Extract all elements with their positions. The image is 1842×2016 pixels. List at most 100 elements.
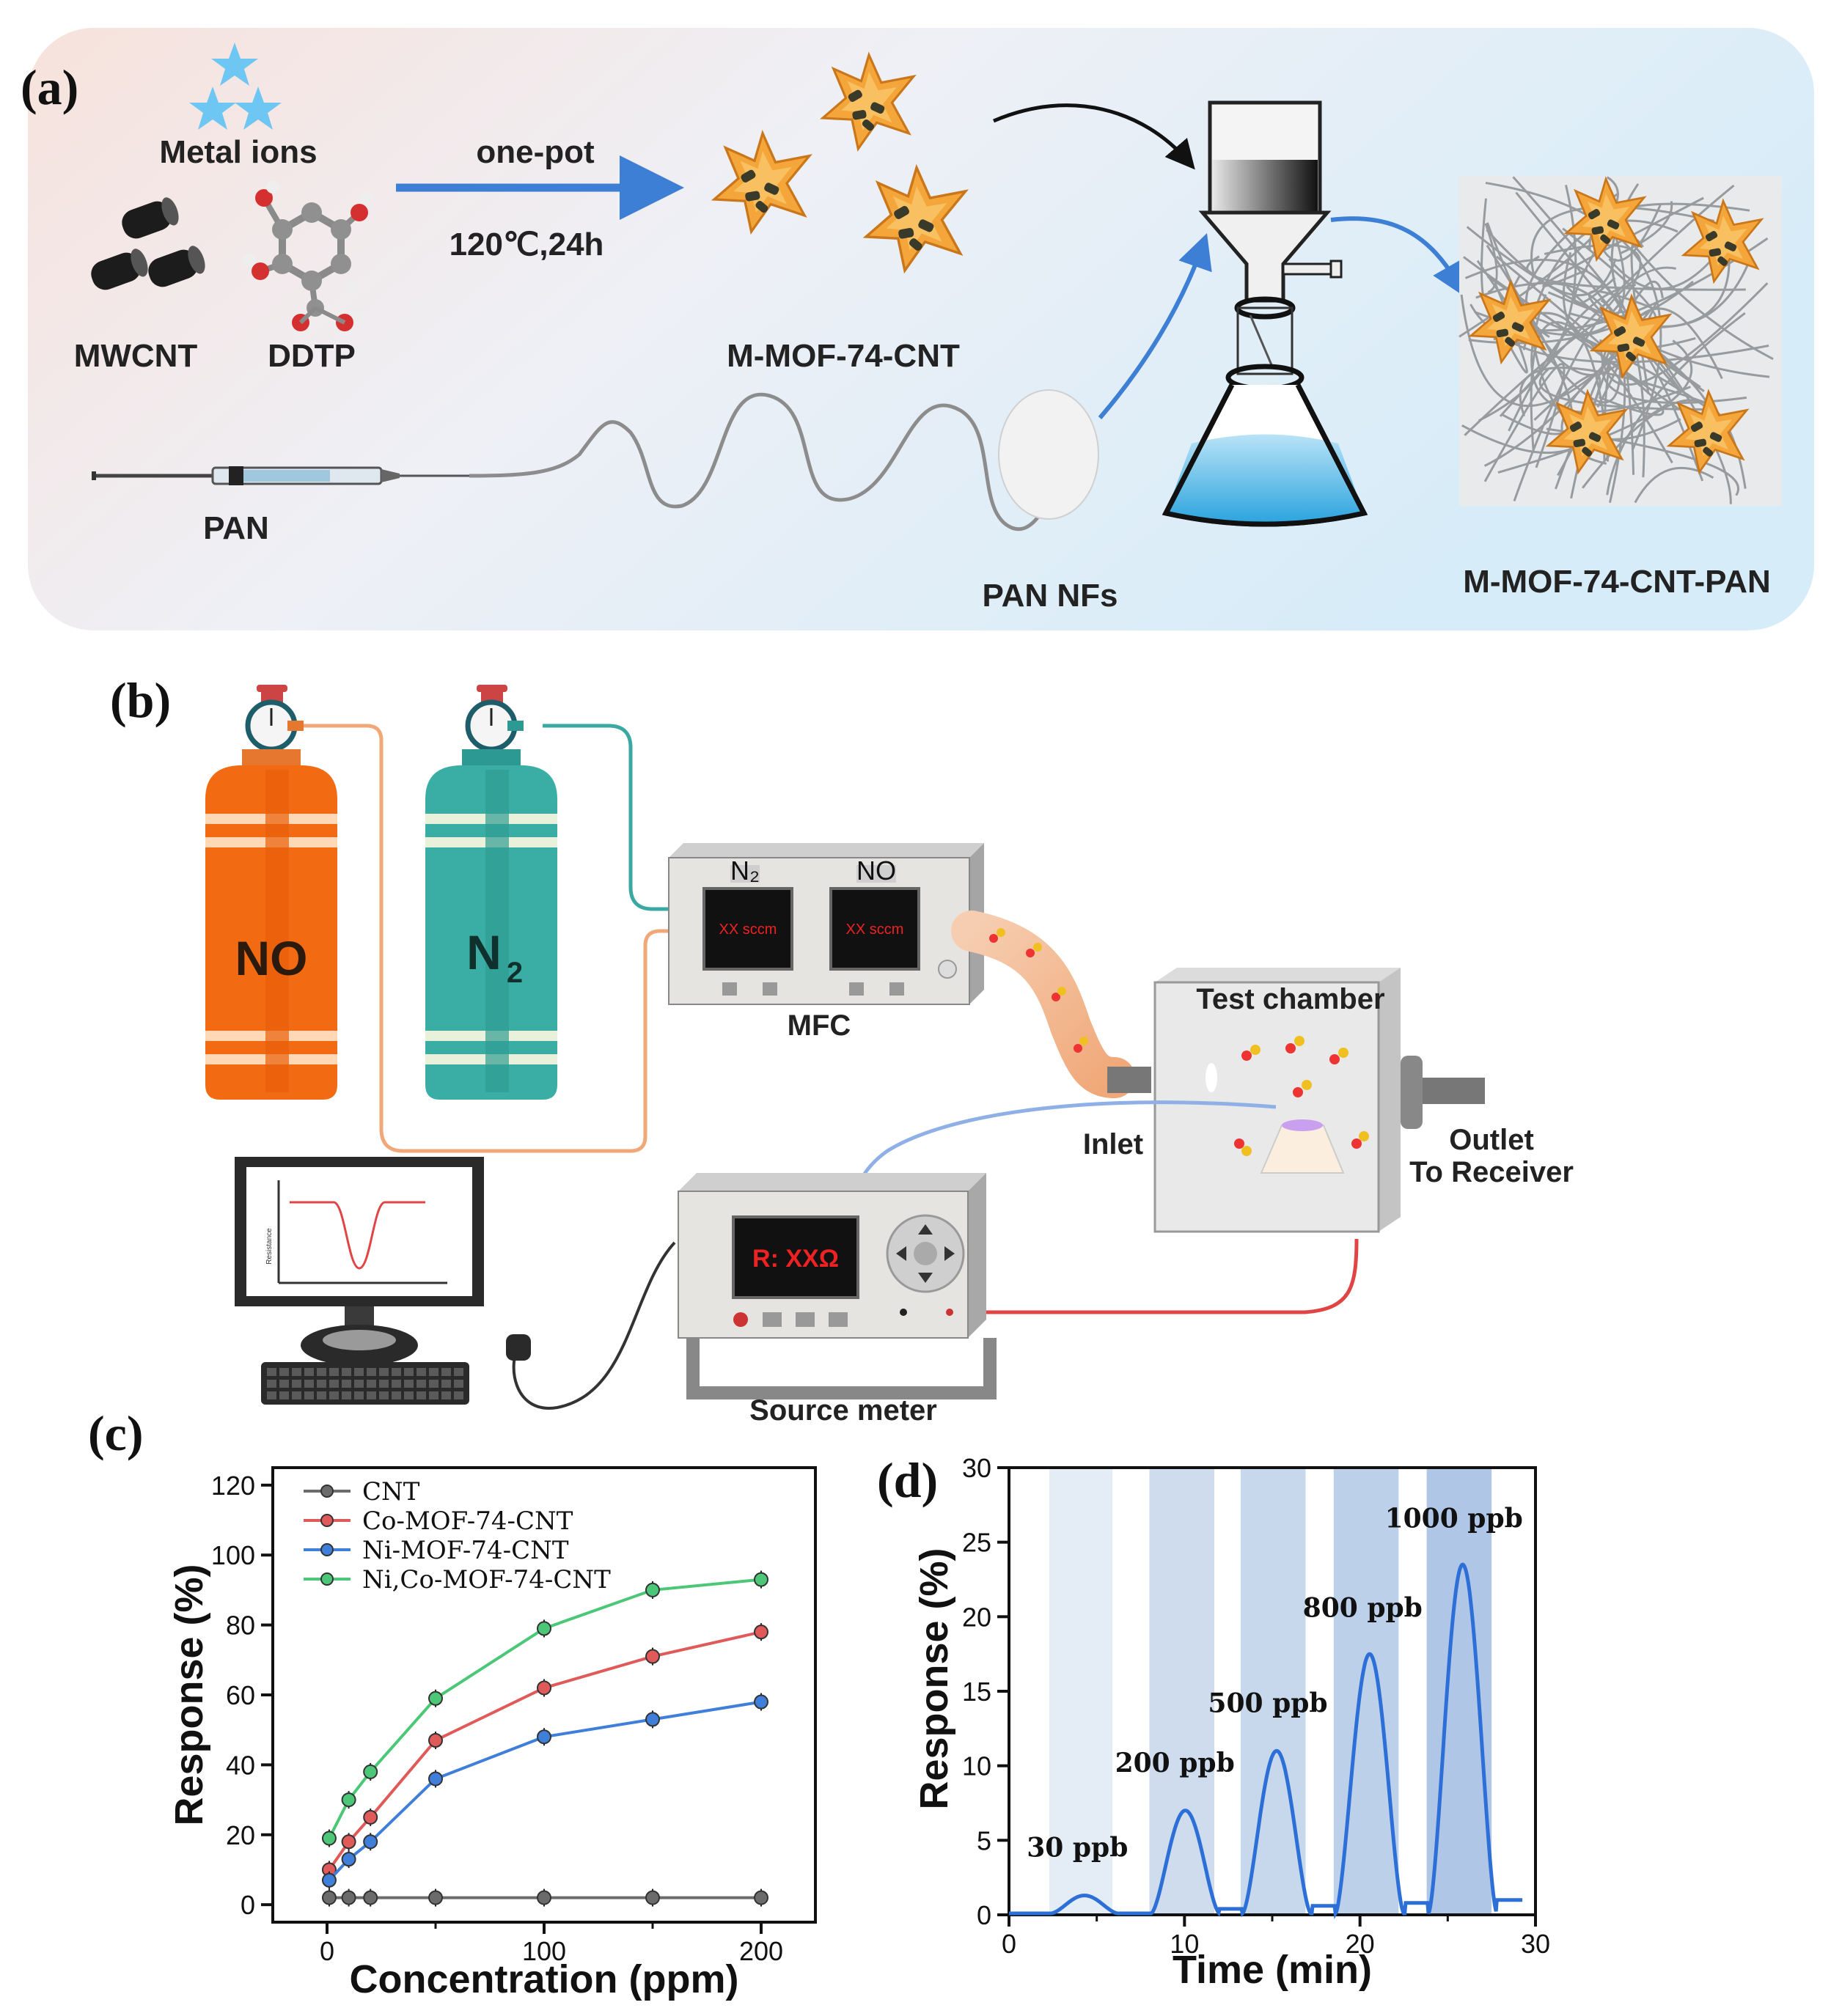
chart-c-data-point — [754, 1572, 768, 1587]
mfc-channel-2-label: NO — [856, 856, 896, 886]
fiber-strand — [1464, 259, 1645, 478]
keyboard-key — [304, 1380, 314, 1388]
keyboard-key — [392, 1380, 401, 1388]
fiber-strand — [1573, 227, 1616, 305]
mwcnt-label: MWCNT — [74, 338, 198, 374]
keyboard-key — [267, 1391, 276, 1399]
chart-d-concentration-label: 500 ppb — [1208, 1688, 1327, 1718]
keyboard-key — [454, 1368, 463, 1376]
one-pot-label: one-pot — [476, 134, 595, 170]
test-chamber-label: Test chamber — [1196, 983, 1384, 1015]
chart-d-y-tick-label: 0 — [977, 1900, 991, 1930]
chart-c-y-tick-label: 0 — [241, 1890, 255, 1920]
keyboard-key — [404, 1380, 414, 1388]
chart-d-y-tick-label: 20 — [962, 1602, 991, 1632]
chart-c-x-tick-label: 100 — [522, 1936, 566, 1966]
n2-gas-line — [543, 724, 669, 911]
chart-c-data-point — [537, 1729, 551, 1745]
keyboard-key — [292, 1368, 301, 1376]
mfc-channel-1-label: N₂ — [730, 856, 760, 886]
fiber-strand — [1530, 321, 1673, 464]
chart-c-legend-marker — [320, 1543, 334, 1556]
chart-d-exposure-band — [1240, 1468, 1306, 1915]
chart-c-data-point — [537, 1680, 551, 1696]
keyboard-key — [317, 1380, 326, 1388]
chart-c-data-point — [341, 1890, 356, 1905]
chart-c-data-point — [428, 1691, 443, 1706]
chart-d-concentration-label: 200 ppb — [1115, 1748, 1235, 1778]
keyboard-key — [267, 1368, 276, 1376]
keyboard-key — [379, 1380, 389, 1388]
chart-c-data-point — [321, 1890, 337, 1905]
keyboard-key — [392, 1368, 401, 1376]
keyboard-key — [417, 1380, 426, 1388]
ddtp-molecule-icon — [243, 180, 373, 331]
keyboard-key — [404, 1391, 414, 1399]
chart-c-data-point — [363, 1834, 378, 1850]
chart-d-y-tick-label: 30 — [962, 1453, 991, 1483]
chart-c-data-point — [537, 1890, 551, 1905]
ddtp-label: DDTP — [268, 338, 356, 374]
chart-d-exposure-bands — [1049, 1468, 1492, 1915]
chart-d-y-tick-label: 25 — [962, 1528, 991, 1558]
no-gas-cylinder: NO — [205, 685, 337, 1100]
chart-c-legend-marker — [320, 1514, 334, 1527]
chart-c-data-point — [321, 1872, 337, 1888]
fiber-strand — [1526, 255, 1746, 291]
keyboard-key — [354, 1391, 364, 1399]
chart-d-concentration-label: 30 ppb — [1027, 1833, 1128, 1864]
chart-d-concentration-label: 1000 ppb — [1385, 1503, 1523, 1534]
keyboard-key — [329, 1380, 339, 1388]
keyboard-key — [329, 1368, 339, 1376]
keyboard-key — [454, 1380, 463, 1388]
no-gas-line — [301, 724, 669, 1153]
spinning-fiber — [469, 392, 1080, 531]
chart-c-x-tick-label: 200 — [739, 1936, 783, 1966]
keyboard-key — [354, 1380, 364, 1388]
chart-c-data-point — [428, 1733, 443, 1748]
keyboard-key — [417, 1368, 426, 1376]
keyboard-key — [379, 1368, 389, 1376]
chart-d-y-tick-label: 15 — [962, 1677, 991, 1707]
keyboard-key — [417, 1391, 426, 1399]
no-cylinder-label: NO — [235, 931, 308, 985]
fiber-strand — [1530, 205, 1715, 274]
receiver-label: To Receiver — [1409, 1156, 1574, 1188]
keyboard-key — [304, 1391, 314, 1399]
keyboard-key — [367, 1380, 376, 1388]
chart-c-data-point — [363, 1764, 378, 1779]
syringe-icon — [92, 466, 469, 485]
keyboard-key — [342, 1380, 351, 1388]
mixed-gas-tube — [951, 910, 1135, 1098]
mfc-display-2: XX sccm — [846, 921, 904, 938]
n2-cylinder-label: N — [466, 925, 502, 979]
chart-c-data-point — [363, 1890, 378, 1905]
chart-d-x-tick-label: 0 — [1002, 1929, 1016, 1959]
n2-cylinder-subscript: 2 — [507, 957, 523, 989]
mof-label: M-MOF-74-CNT — [727, 338, 960, 374]
product-label: M-MOF-74-CNT-PAN — [1463, 564, 1771, 600]
panel-c-label: (c) — [88, 1405, 143, 1461]
chart-c-legend-label: Ni-MOF-74-CNT — [362, 1536, 569, 1565]
keyboard-key — [429, 1391, 439, 1399]
chart-c-y-tick-label: 100 — [211, 1540, 255, 1570]
fiber-strand — [1519, 367, 1711, 417]
keyboard-key — [279, 1391, 289, 1399]
fiber-strand — [1542, 196, 1704, 287]
chart-c-data-point — [645, 1649, 660, 1664]
keyboard-key — [279, 1380, 289, 1388]
keyboard-key — [379, 1391, 389, 1399]
chart-c-data-point — [645, 1712, 660, 1727]
chart-d-x-tick-label: 10 — [1170, 1929, 1199, 1959]
mfc-display-1: XX sccm — [719, 921, 777, 938]
chart-c-y-tick-label: 60 — [226, 1680, 255, 1710]
keyboard-key — [441, 1391, 451, 1399]
chart-c-data-point — [754, 1694, 768, 1710]
fiber-strand — [1606, 312, 1746, 496]
fiber-strand — [1634, 466, 1714, 504]
chart-c-legend-marker — [320, 1485, 334, 1498]
chart-c-y-axis-title: Response (%) — [167, 1564, 211, 1825]
source-meter: R: XXΩ — [678, 1173, 997, 1399]
